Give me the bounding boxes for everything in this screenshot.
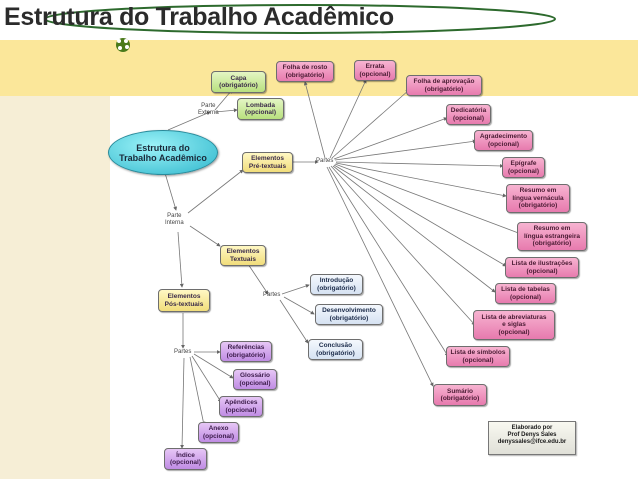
node-lista-ilustracoes: Lista de ilustrações (opcional)	[505, 257, 579, 278]
connector	[190, 226, 220, 246]
node-indice: Índice (opcional)	[164, 448, 207, 470]
connector	[182, 358, 184, 448]
credit-box: Elaborado por Prof Denys Sales denyssale…	[488, 421, 576, 455]
node-elementos-pos-textuais: Elementos Pós-textuais	[158, 289, 210, 312]
connector	[336, 162, 503, 166]
connector	[178, 232, 182, 287]
connector	[336, 163, 506, 196]
connector	[335, 141, 476, 160]
connector	[282, 285, 309, 294]
node-introducao: Introdução (obrigatório)	[310, 274, 363, 295]
connector	[165, 173, 176, 210]
label-parte-interna: Parte Interna	[165, 213, 184, 226]
node-lombada: Lombada (opcional)	[237, 98, 284, 120]
node-referencias: Referências (obrigatório)	[220, 341, 272, 362]
node-desenvolvimento: Desenvolvimento (obrigatório)	[315, 304, 383, 325]
node-apendices: Apêndices (opcional)	[219, 396, 263, 417]
connector	[284, 297, 314, 314]
connector	[330, 80, 366, 158]
node-sumario: Sumário (obrigatório)	[433, 384, 487, 406]
node-glossario: Glossário (opcional)	[233, 369, 277, 390]
label-partes-textuais: Partes	[263, 292, 280, 299]
connector	[248, 264, 268, 294]
node-elementos-pre-textuais: Elementos Pré-textuais	[242, 152, 293, 173]
label-partes-pos: Partes	[174, 349, 191, 356]
node-folha-de-aprovacao: Folha de aprovação (obrigatório)	[406, 75, 482, 96]
connector	[192, 356, 221, 402]
node-dedicatoria: Dedicatória (opcional)	[446, 104, 491, 125]
connector	[188, 170, 243, 213]
connector	[332, 90, 409, 158]
connector	[329, 167, 448, 356]
central-node: Estrutura do Trabalho Acadêmico	[108, 130, 218, 175]
node-folha-de-rosto: Folha de rosto (obrigatório)	[276, 61, 334, 82]
node-lista-tabelas: Lista de tabelas (opcional)	[495, 283, 556, 304]
node-resumo-vernacula: Resumo em língua vernácula (obrigatório)	[506, 184, 570, 213]
node-conclusao: Conclusão (obrigatório)	[308, 339, 363, 360]
node-errata: Errata (opcional)	[354, 60, 396, 81]
node-capa: Capa (obrigatório)	[211, 71, 266, 93]
node-lista-abreviaturas: Lista de abreviaturas e siglas (opcional…	[473, 310, 555, 340]
connector	[190, 357, 204, 425]
connector	[280, 300, 308, 343]
node-anexo: Anexo (opcional)	[198, 422, 239, 443]
label-parte-externa: Parte Externa	[198, 103, 219, 116]
connector	[335, 164, 521, 234]
node-lista-simbolos: Lista de símbolos (opcional)	[446, 346, 510, 367]
connector	[305, 82, 325, 158]
node-agradecimento: Agradecimento (opcional)	[474, 130, 533, 151]
label-partes-pre: Partes	[316, 158, 333, 165]
node-resumo-estrangeira: Resumo em língua estrangeira (obrigatóri…	[517, 222, 587, 251]
node-elementos-textuais: Elementos Textuais	[220, 245, 266, 266]
node-epigrafe: Epígrafe (opcional)	[502, 157, 545, 178]
